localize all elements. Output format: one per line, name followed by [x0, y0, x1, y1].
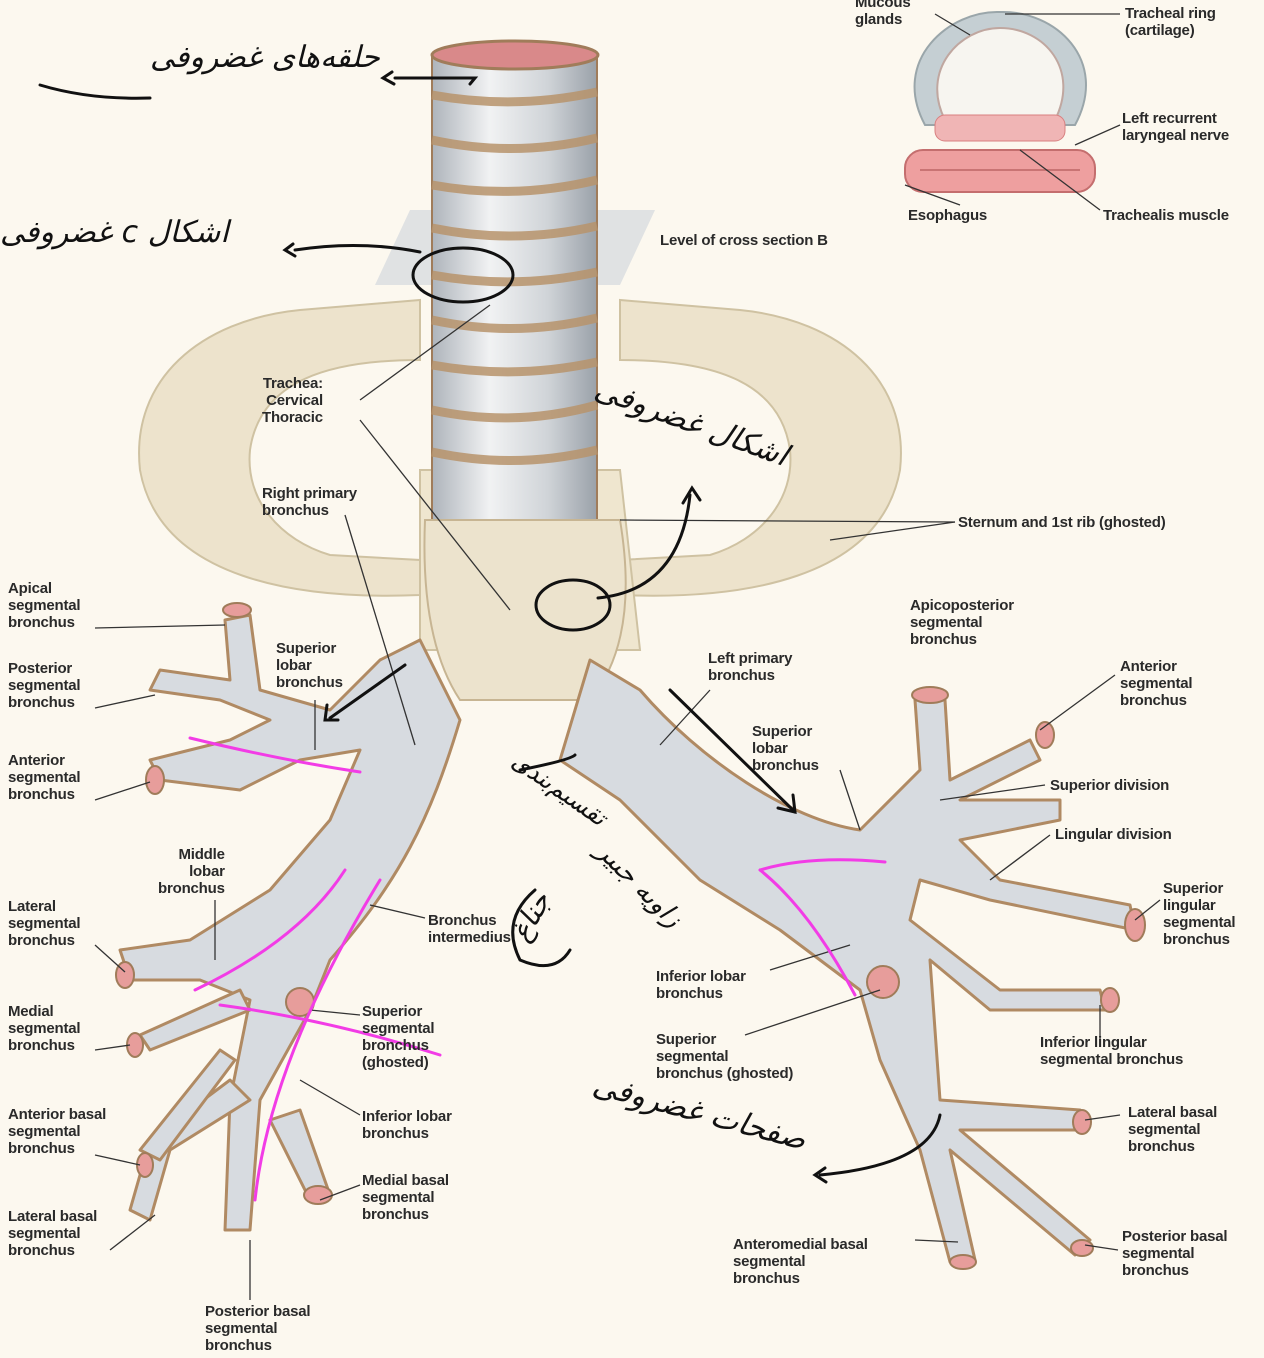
label-middle-lobar: Middle lobar bronchus [158, 846, 225, 897]
label-right-primary-bronchus: Right primary bronchus [262, 485, 357, 519]
label-trachea: Trachea: Cervical Thoracic [262, 375, 323, 426]
label-apicoposterior: Apicoposterior segmental bronchus [910, 597, 1014, 648]
label-apical-segmental: Apical segmental bronchus [8, 580, 80, 631]
handwritten-note-rings: حلقه‌های غضروفی [150, 40, 380, 75]
label-posterior-segmental: Posterior segmental bronchus [8, 660, 80, 711]
handwritten-note-c-shaped: اشکال c غضروفی [0, 215, 229, 250]
label-sternum: Sternum and 1st rib (ghosted) [958, 514, 1166, 531]
label-medial-basal: Medial basal segmental bronchus [362, 1172, 449, 1223]
label-superior-segmental-left: Superior segmental bronchus (ghosted) [656, 1031, 793, 1082]
label-left-primary-bronchus: Left primary bronchus [708, 650, 792, 684]
label-inferior-lingular: Inferior lingular segmental bronchus [1040, 1034, 1183, 1068]
label-posterior-basal-left: Posterior basal segmental bronchus [1122, 1228, 1227, 1279]
label-anteromedial-basal: Anteromedial basal segmental bronchus [733, 1236, 868, 1287]
label-mucous-glands: Mucous glands [855, 0, 910, 28]
label-superior-division: Superior division [1050, 777, 1169, 794]
label-cross-section: Level of cross section B [660, 232, 828, 249]
label-lateral-basal-left: Lateral basal segmental bronchus [1128, 1104, 1217, 1155]
label-superior-lobar-left: Superior lobar bronchus [752, 723, 819, 774]
label-superior-segmental-right: Superior segmental bronchus (ghosted) [362, 1003, 434, 1071]
label-posterior-basal-right: Posterior basal segmental bronchus [205, 1303, 310, 1354]
label-medial-segmental: Medial segmental bronchus [8, 1003, 80, 1054]
label-anterior-segmental-right: Anterior segmental bronchus [8, 752, 80, 803]
label-anterior-basal: Anterior basal segmental bronchus [8, 1106, 106, 1157]
label-left-recurrent-laryngeal-nerve: Left recurrent laryngeal nerve [1122, 110, 1229, 144]
cross-section-inset [905, 12, 1095, 192]
label-tracheal-ring: Tracheal ring (cartilage) [1125, 5, 1216, 39]
trachea [424, 41, 625, 700]
label-superior-lingular: Superior lingular segmental bronchus [1163, 880, 1235, 948]
label-lateral-segmental: Lateral segmental bronchus [8, 898, 80, 949]
label-anterior-segmental-left: Anterior segmental bronchus [1120, 658, 1192, 709]
label-inferior-lobar-right: Inferior lobar bronchus [362, 1108, 452, 1142]
label-trachealis-muscle: Trachealis muscle [1103, 207, 1229, 224]
label-superior-lobar-right: Superior lobar bronchus [276, 640, 343, 691]
label-esophagus: Esophagus [908, 207, 987, 224]
label-lateral-basal-right: Lateral basal segmental bronchus [8, 1208, 97, 1259]
label-lingular-division: Lingular division [1055, 826, 1172, 843]
label-bronchus-intermedius: Bronchus intermedius [428, 912, 511, 946]
label-inferior-lobar-left: Inferior lobar bronchus [656, 968, 746, 1002]
